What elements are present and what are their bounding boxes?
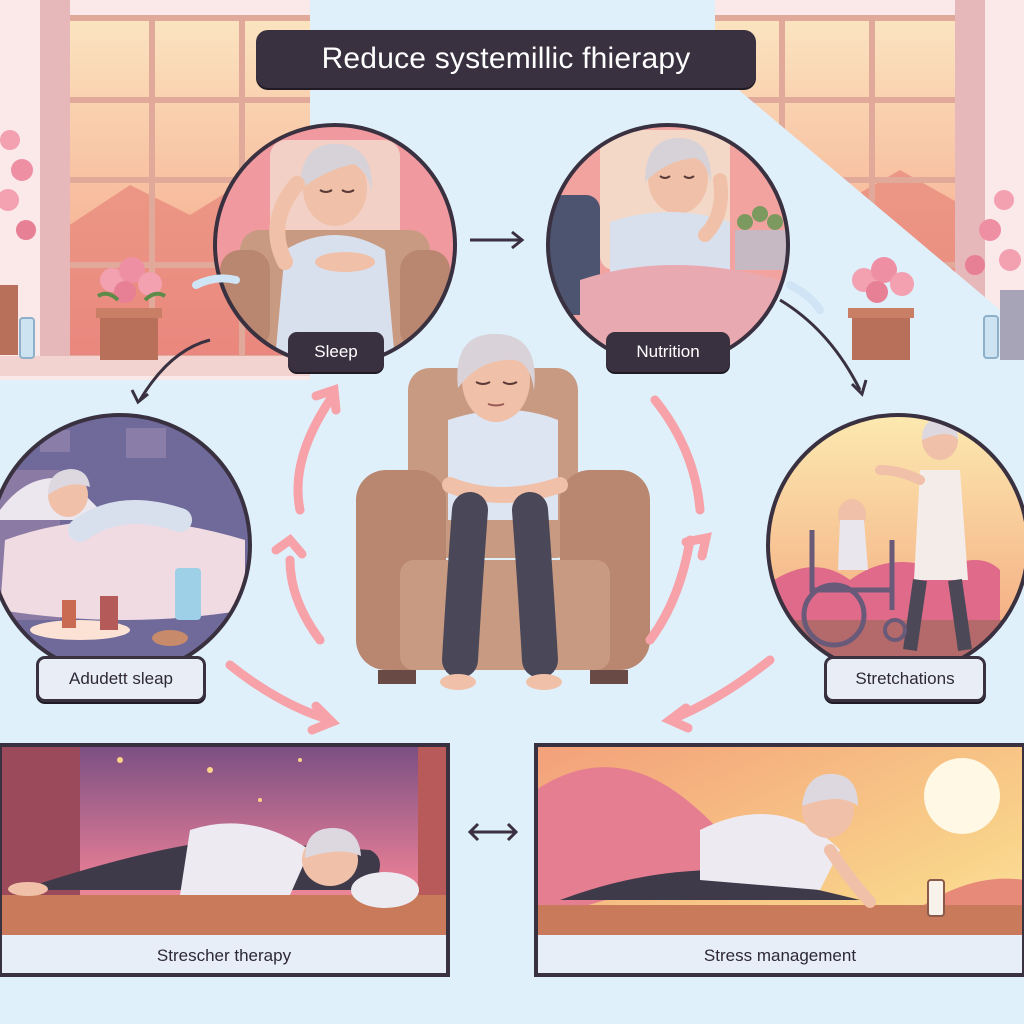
title-banner: Reduce systemillic fhierapy (256, 30, 756, 88)
orchid-icon (965, 190, 1024, 360)
adult-sleep-panel (0, 413, 252, 677)
label-stretcher-therapy: Strescher therapy (156, 946, 292, 965)
label-nutrition: Nutrition (606, 332, 730, 372)
page-title: Reduce systemillic fhierapy (321, 42, 691, 75)
label-stress-management: Stress management (703, 946, 857, 965)
label-stretchations: Stretchations (824, 656, 986, 702)
nutrition-panel (546, 123, 790, 367)
woman-armchair-figure (356, 333, 650, 690)
label-adult-sleep: Adudett sleap (36, 656, 206, 702)
stress-management-panel (534, 743, 1024, 977)
orchid-icon (0, 130, 36, 355)
cycle-arrows (130, 230, 868, 842)
label-sleep: Sleep (288, 332, 384, 372)
flower-pot-icon (96, 257, 167, 360)
sleep-panel (213, 123, 457, 367)
flower-pot-icon (848, 257, 914, 360)
stretcher-therapy-panel (0, 743, 450, 977)
